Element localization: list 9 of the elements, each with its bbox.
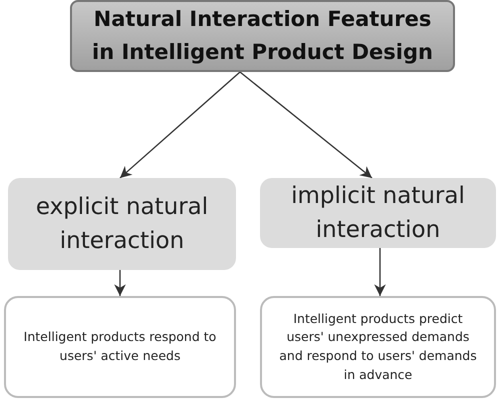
- category-box: implicit natural interaction: [260, 178, 496, 248]
- arrow: [240, 72, 372, 178]
- title-box: Natural Interaction Features in Intelligent Product Design: [70, 0, 455, 72]
- arrow: [114, 270, 126, 296]
- description-box: Intelligent products respond to users' active needs: [4, 296, 236, 398]
- category-box: explicit natural interaction: [8, 178, 236, 270]
- arrow: [374, 248, 386, 296]
- arrow: [120, 72, 240, 178]
- description-box: Intelligent products predict users' unexpressed demands and respond to users' demands in advance: [260, 296, 496, 398]
